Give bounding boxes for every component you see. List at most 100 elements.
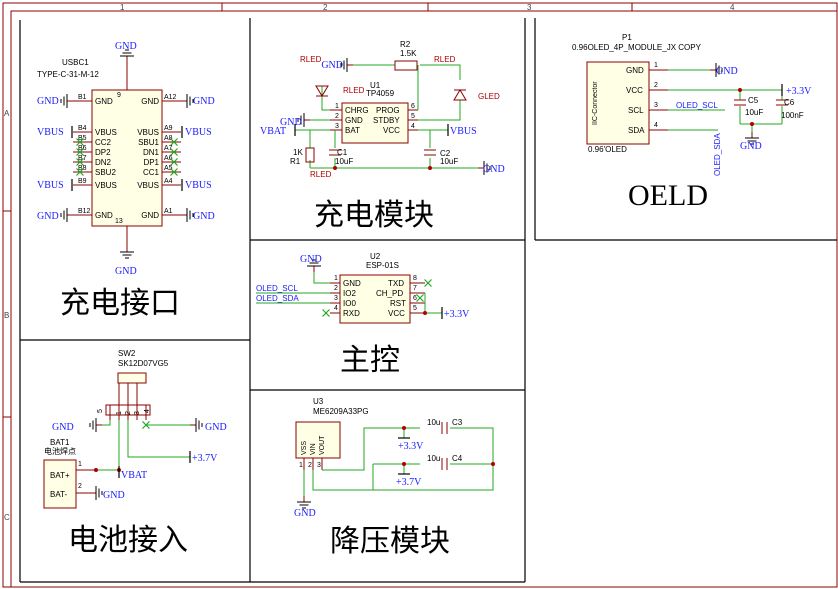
- grid-col-1: 1: [120, 3, 125, 12]
- oled-sda-label: OLED_SDA: [713, 133, 722, 176]
- sw2-pin5: 5: [97, 409, 104, 413]
- u2-pin6-num: 6: [413, 295, 417, 302]
- usbc1-right-pin-name: SBU1: [138, 138, 159, 147]
- u2-ref: U2: [370, 252, 381, 261]
- charge-module[interactable]: U1 TP4059 CHRG GND BAT PROG STDBY VCC 1 …: [260, 40, 505, 179]
- bat1-pin1-num: 1: [78, 461, 82, 468]
- usbc1-left-pin-num: B9: [78, 178, 87, 185]
- grid-col-2: 2: [323, 3, 328, 12]
- buck-module[interactable]: U3 ME6209A33PG VSS VIN VOUT 1 2 3 10u C3: [294, 397, 495, 519]
- section-title-battery: 电池接入: [68, 523, 188, 558]
- u1-pin-gnd: GND: [345, 116, 363, 125]
- main-control[interactable]: U2 ESP-01S GND IO2 IO0 RXD TXD CH_PD RST…: [256, 252, 470, 324]
- u2-pin-chpd: CH_PD: [376, 289, 403, 298]
- p1-pin-sda: SDA: [628, 126, 645, 135]
- u2-pin-gnd: GND: [343, 279, 361, 288]
- usbc1-right-pin-num: A6: [164, 155, 173, 162]
- usbc1-left-pin-name: DP2: [95, 148, 111, 157]
- usbc1-left-pin-num: B6: [78, 145, 87, 152]
- p1-pin-gnd: GND: [626, 66, 644, 75]
- usbc1-top-pin-num: 9: [117, 92, 121, 99]
- usbc1-right-pin-name: VBUS: [137, 128, 159, 137]
- usbc1-left-pin-name: SBU2: [95, 168, 116, 177]
- p1-pin-scl: SCL: [628, 106, 644, 115]
- usbc1-left-pin-num: B12: [78, 208, 91, 215]
- u3-pin3-num: 3: [317, 462, 321, 469]
- usbc1-right-pin-name: GND: [141, 97, 159, 106]
- u1-pin-vcc: VCC: [383, 126, 400, 135]
- u2-pin1-num: 1: [334, 275, 338, 282]
- usbc1-right-pin-name: VBUS: [137, 181, 159, 190]
- usbc1-right-pin-num: A9: [164, 125, 173, 132]
- u3-pin2-num: 2: [308, 462, 312, 469]
- section-dividers: [19, 18, 837, 583]
- usbc1-part: TYPE-C-31-M-12: [37, 70, 99, 79]
- usbc1-a9-vbus-label: VBUS: [185, 127, 212, 138]
- usbc1-a1-gnd-label: GND: [193, 211, 215, 222]
- rled-r1-label: RLED: [310, 170, 332, 179]
- usbc1-top-gnd-label: GND: [115, 41, 137, 52]
- c4-ref: C4: [452, 454, 463, 463]
- u2-pin-vcc: VCC: [388, 309, 405, 318]
- r2-gnd-label: GND: [321, 60, 343, 71]
- section-title-charge-module: 充电模块: [314, 198, 434, 233]
- usbc1-a4-vbus-label: VBUS: [185, 180, 212, 191]
- section-title-main-control: 主控: [340, 343, 400, 378]
- usbc1-left-pin-name: CC2: [95, 138, 112, 147]
- usbc1-right-pin-num: A1: [164, 208, 173, 215]
- oled-module[interactable]: P1 0.96OLED_4P_MODULE_JX COPY IIC-Connec…: [572, 33, 812, 176]
- c3-value: 10u: [427, 418, 440, 427]
- c1-ref: C1: [337, 148, 348, 157]
- p1-pin1-num: 1: [654, 62, 658, 69]
- usbc1-left-pin-num: B1: [78, 94, 87, 101]
- sw2-part: SK12D07VG5: [118, 359, 169, 368]
- u2-gnd-label: GND: [300, 254, 322, 265]
- u3-gnd-label: GND: [294, 508, 316, 519]
- u2-part: ESP-01S: [366, 261, 399, 270]
- u1-pin-stdby: STDBY: [373, 116, 400, 125]
- grid-col-4: 4: [730, 3, 735, 12]
- u1-part: TP4059: [366, 89, 395, 98]
- charge-gnd-right-label: GND: [483, 164, 505, 175]
- u3-part: ME6209A33PG: [313, 407, 369, 416]
- usbc1-left-pin-name: VBUS: [95, 181, 117, 190]
- p1-pin3-num: 3: [654, 102, 658, 109]
- rled-top-label: RLED: [300, 55, 322, 64]
- grid-row-a: A: [4, 109, 10, 118]
- u1-pin2-num: 2: [335, 113, 339, 120]
- oled-3v3-label: +3.3V: [786, 86, 812, 97]
- usbc1-b9-vbus-label: VBUS: [37, 180, 64, 191]
- bat1-gnd-label: GND: [103, 490, 125, 501]
- u1-pin-chrg: CHRG: [345, 106, 369, 115]
- usbc1-right-pin-name: CC1: [143, 168, 160, 177]
- bat1-pin-plus: BAT+: [50, 471, 70, 480]
- p1-part: 0.96OLED_4P_MODULE_JX COPY: [572, 43, 702, 52]
- c6-value: 100nF: [781, 111, 804, 120]
- u2-pin5-num: 5: [413, 305, 417, 312]
- usbc1-right-pin-num: A4: [164, 178, 173, 185]
- bat1-pin-minus: BAT-: [50, 490, 68, 499]
- u1-pin-bat: BAT: [345, 126, 360, 135]
- usbc1-bottom-pin-num: 13: [115, 218, 123, 225]
- usbc1-left-pin-num: B7: [78, 155, 87, 162]
- buck-3v7-label: +3.7V: [396, 477, 422, 488]
- gled-label: GLED: [478, 92, 500, 101]
- rled-u1-label: RLED: [343, 86, 365, 95]
- u2-pin2-num: 2: [334, 285, 338, 292]
- p1-ref: P1: [622, 33, 632, 42]
- section-title-charge-port: 充电接口: [60, 286, 180, 321]
- battery-section[interactable]: SW2 SK12D07VG5 5 1 2 3 4 GND GND +3.7V: [43, 349, 227, 509]
- r1-value: 1K: [293, 148, 303, 157]
- usbc1-right-pin-num: A12: [164, 94, 177, 101]
- usbc1-ref: USBC1: [62, 58, 89, 67]
- p1-footprint: 0.96'OLED: [588, 145, 627, 154]
- u2-pin-rst: RST: [390, 299, 406, 308]
- c5-ref: C5: [748, 96, 759, 105]
- u1-ref: U1: [370, 81, 381, 90]
- usbc1-left-pin-num: B5: [78, 135, 87, 142]
- p1-pin2-num: 2: [654, 82, 658, 89]
- r2-value: 1.5K: [400, 49, 417, 58]
- u1-pin3-num: 3: [335, 123, 339, 130]
- u2-pin-io0: IO0: [343, 299, 356, 308]
